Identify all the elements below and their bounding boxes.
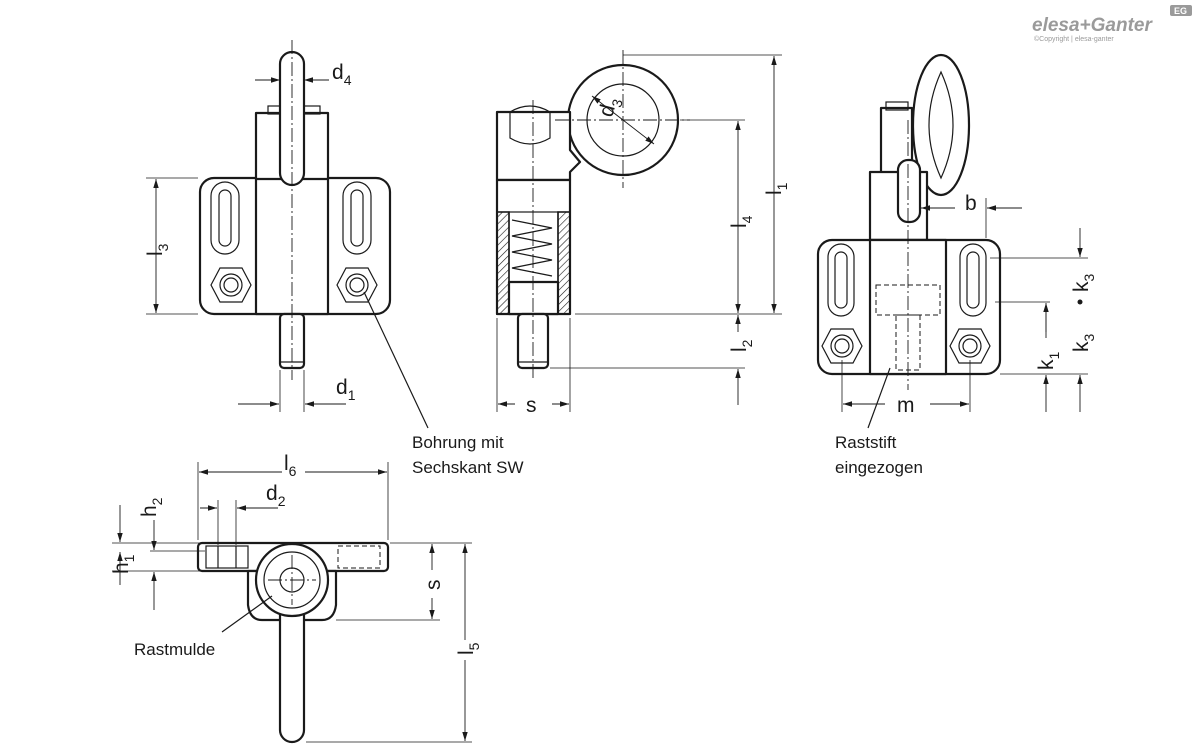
label-s-side: s <box>526 394 537 417</box>
label-m: m <box>897 394 915 417</box>
brand-copyright: ©Copyright | elesa-ganter <box>1034 35 1114 43</box>
dim-k3-center-dot <box>1077 299 1083 305</box>
label-d1: d1 <box>336 376 356 403</box>
retracted-oval-inner <box>928 70 954 180</box>
label-k1: k1 <box>1035 352 1062 371</box>
label-d3: d3 <box>595 94 626 120</box>
front-right-bore <box>345 273 369 297</box>
front-right-hex-icon <box>336 267 378 303</box>
brand-badge-icon <box>1170 5 1192 16</box>
top-view: l6 d2 h2 h1 s l5 Rastmulde <box>110 452 482 744</box>
front-view: d4 l3 d1 Bohrung mit Sechskant SW <box>144 40 524 477</box>
side-view: d3 l1 l4 l2 s <box>495 50 790 417</box>
label-l6: l6 <box>284 452 297 479</box>
side-hatch-right <box>557 211 571 315</box>
label-h2: h2 <box>138 497 165 517</box>
label-b: b <box>965 192 977 215</box>
front-right-bore-inner <box>349 277 365 293</box>
retracted-right-slot-outer <box>959 243 987 317</box>
leader-bohrung <box>363 291 429 429</box>
label-d4: d4 <box>332 61 352 88</box>
front-left-bore-inner <box>223 277 239 293</box>
note-raststift-line1: Raststift <box>835 433 897 452</box>
label-h1: h1 <box>110 554 137 574</box>
note-bohrung-line1: Bohrung mit <box>412 433 504 452</box>
top-handle <box>278 598 306 744</box>
brand-logo: elesa+Ganter ©Copyright | elesa-ganter E… <box>1032 5 1192 43</box>
dim-d3-down <box>622 119 655 145</box>
side-cam-profile <box>509 105 551 145</box>
dim-d3-up <box>591 95 624 121</box>
retracted-left-hex-icon <box>821 328 863 364</box>
top-ring-middle <box>263 551 321 609</box>
retracted-left-bore <box>830 334 854 358</box>
retracted-left-bore-inner <box>834 338 850 354</box>
label-l4: l4 <box>728 215 755 228</box>
brand-badge-text: EG <box>1174 6 1187 16</box>
label-l2: l2 <box>728 339 755 352</box>
label-l1: l1 <box>763 182 790 195</box>
label-l5: l5 <box>455 642 482 655</box>
front-left-hex-icon <box>210 267 252 303</box>
note-bohrung-line2: Sechskant SW <box>412 458 524 477</box>
brand-name: elesa+Ganter <box>1032 15 1153 36</box>
note-raststift-line2: eingezogen <box>835 458 923 477</box>
retracted-right-slot-inner <box>966 251 980 309</box>
front-left-bore <box>219 273 243 297</box>
leader-rastmulde <box>221 595 273 633</box>
label-s-top: s <box>422 580 445 591</box>
side-hatch-left <box>496 211 510 315</box>
top-hidden-pocket <box>337 545 381 569</box>
label-k3-bottom: k3 <box>1070 334 1097 353</box>
top-hex-pocket <box>205 545 249 569</box>
label-d2: d2 <box>266 482 286 509</box>
retracted-right-bore <box>958 334 982 358</box>
retracted-right-bore-inner <box>962 338 978 354</box>
retracted-pin <box>896 158 922 224</box>
retracted-left-slot-outer <box>827 243 855 317</box>
retracted-view: b k3 k3 k1 m Raststift eingezogen <box>816 53 1097 477</box>
side-plunger-head <box>507 280 560 316</box>
retracted-right-hex-icon <box>949 328 991 364</box>
front-left-slot-outer <box>210 181 240 255</box>
front-left-slot-inner <box>218 189 232 247</box>
leader-raststift <box>867 367 891 429</box>
front-right-slot-outer <box>342 181 372 255</box>
label-k3-top: k3 <box>1070 274 1097 293</box>
front-right-slot-inner <box>350 189 364 247</box>
retracted-housing-cap <box>885 101 909 111</box>
side-spring <box>511 219 553 277</box>
note-rastmulde: Rastmulde <box>134 640 215 659</box>
label-l3: l3 <box>144 243 171 256</box>
retracted-left-slot-inner <box>834 251 848 309</box>
